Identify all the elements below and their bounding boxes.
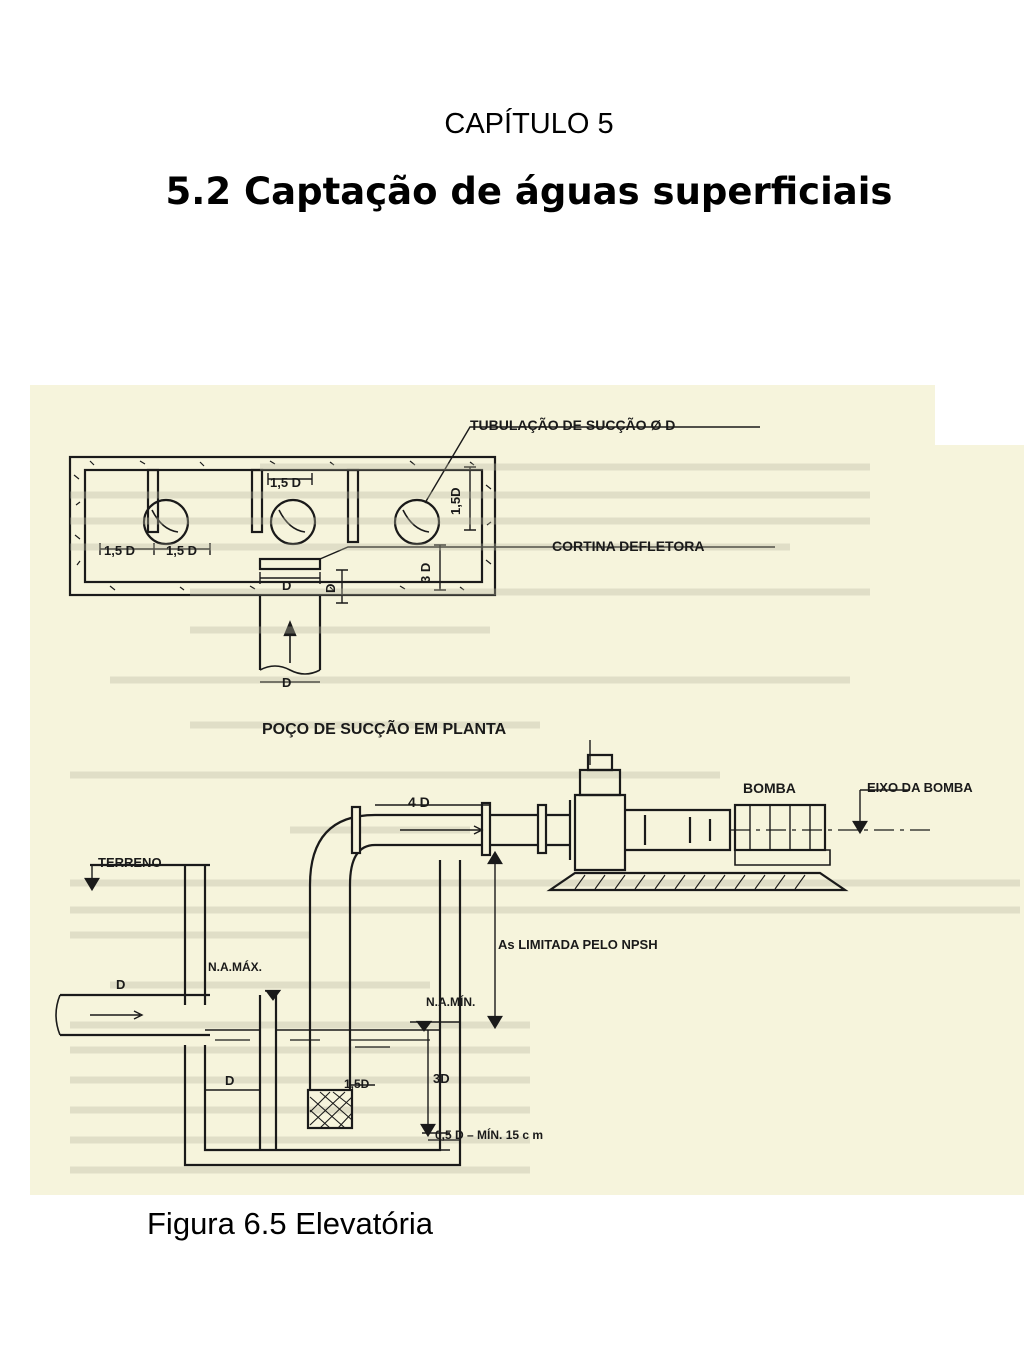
baffle-3 bbox=[346, 468, 360, 544]
chapter-heading: CAPÍTULO 5 bbox=[444, 108, 614, 140]
label-dim-min: 0,5 D – MÍN. 15 c m bbox=[435, 1127, 543, 1142]
inlet-pipe bbox=[60, 993, 210, 1037]
label-dim-d-well: D bbox=[225, 1073, 234, 1088]
well-outer-wall bbox=[68, 455, 497, 597]
baffle-2 bbox=[250, 468, 264, 534]
label-dim-d-v: D bbox=[323, 584, 338, 593]
label-dim-15d-a: 1,5 D bbox=[104, 543, 135, 558]
well-inner-wall bbox=[83, 468, 484, 584]
well-partition bbox=[258, 995, 278, 1150]
suction-pipe-vertical bbox=[308, 885, 352, 1090]
label-na-min: N.A.MÍN. bbox=[426, 994, 475, 1009]
label-dim-15d-c: 1,5 D bbox=[270, 475, 301, 490]
suction-pipe-horizontal bbox=[460, 813, 570, 847]
pipe-flange-1 bbox=[480, 801, 492, 857]
deflector-plate bbox=[258, 557, 322, 571]
drawing-labels: TUBULAÇÃO DE SUCÇÃO Ø D CORTINA DEFLETOR… bbox=[98, 416, 973, 1142]
label-pump-axis: EIXO DA BOMBA bbox=[867, 780, 973, 795]
figure-caption: Figura 6.5 Elevatória bbox=[147, 1206, 434, 1241]
label-dim-d-h: D bbox=[282, 578, 291, 593]
label-dim-3d-v: 3 D bbox=[418, 563, 433, 583]
label-dim-4d: 4 D bbox=[408, 794, 430, 810]
pump-station-figure: TUBULAÇÃO DE SUCÇÃO Ø D CORTINA DEFLETOR… bbox=[30, 385, 1024, 1195]
label-dim-d-inlet: D bbox=[116, 977, 125, 992]
suction-pipe-leader bbox=[424, 426, 760, 504]
suction-well-wall bbox=[203, 860, 442, 1152]
label-pump: BOMBA bbox=[743, 780, 796, 796]
label-dim-d-pipe: D bbox=[282, 675, 291, 690]
pipe-section-1 bbox=[142, 498, 190, 546]
pipe-section-2 bbox=[269, 498, 317, 546]
engineering-drawing: TUBULAÇÃO DE SUCÇÃO Ø D CORTINA DEFLETOR… bbox=[30, 385, 1024, 1195]
pipe-section-3 bbox=[393, 498, 441, 546]
label-suction-pipe: TUBULAÇÃO DE SUCÇÃO Ø D bbox=[470, 416, 675, 433]
label-dim-15d-well: 1,5D bbox=[344, 1077, 370, 1091]
label-as-npsh: As LIMITADA PELO NPSH bbox=[498, 937, 658, 952]
pump-base bbox=[546, 871, 849, 892]
elevation-view bbox=[55, 740, 930, 1167]
label-ground: TERRENO bbox=[98, 855, 162, 870]
paper-background bbox=[30, 385, 1024, 1195]
section-title: 5.2 Captação de águas superficiais bbox=[165, 170, 893, 213]
pipe-flange-2 bbox=[536, 803, 548, 855]
concrete-texture bbox=[73, 460, 492, 592]
plan-view bbox=[68, 426, 775, 683]
label-na-max: N.A.MÁX. bbox=[208, 959, 262, 974]
label-dim-15d-v: 1,5D bbox=[448, 488, 463, 515]
background-text-traces bbox=[70, 463, 1020, 1174]
label-deflector: CORTINA DEFLETORA bbox=[552, 538, 704, 554]
deflector-leader bbox=[319, 546, 775, 560]
paper-corner bbox=[935, 385, 1024, 445]
label-dim-3d-well: 3D bbox=[433, 1071, 450, 1086]
label-dim-15d-b: 1,5 D bbox=[166, 543, 197, 558]
label-plan-title: POÇO DE SUCÇÃO EM PLANTA bbox=[262, 718, 507, 738]
inlet-channel bbox=[258, 595, 322, 670]
